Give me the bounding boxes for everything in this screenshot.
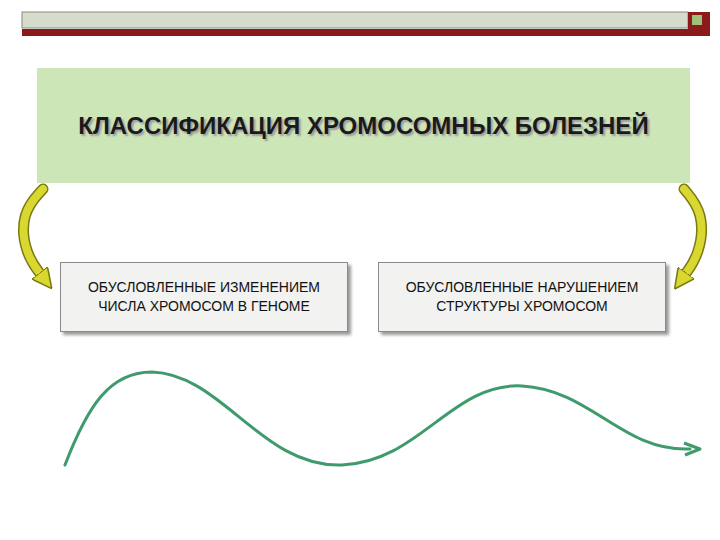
arrow-body: [24, 189, 43, 276]
corner-inset: [692, 15, 702, 25]
curved-arrow: [684, 189, 701, 276]
wave-line: [65, 372, 690, 465]
arrow-outline: [684, 189, 701, 276]
wave-arrowhead: [684, 443, 700, 455]
category-box: ОБУСЛОВЛЕННЫЕ ИЗМЕНЕНИЕМ ЧИСЛА ХРОМОСОМ …: [60, 262, 348, 332]
curved-arrow: [24, 189, 43, 276]
arrow-outline: [24, 189, 43, 276]
top-rule: [22, 29, 710, 36]
corner-square: [688, 12, 710, 36]
arrow-body: [684, 189, 701, 276]
title-box: КЛАССИФИКАЦИЯ ХРОМОСОМНЫХ БОЛЕЗНЕЙ: [37, 68, 690, 183]
title-text: КЛАССИФИКАЦИЯ ХРОМОСОМНЫХ БОЛЕЗНЕЙ: [58, 111, 668, 141]
category-box: ОБУСЛОВЛЕННЫЕ НАРУШЕНИЕМ СТРУКТУРЫ ХРОМО…: [378, 262, 666, 332]
top-bar: [22, 12, 688, 28]
box-text: ОБУСЛОВЛЕННЫЕ НАРУШЕНИЕМ СТРУКТУРЫ ХРОМО…: [379, 272, 665, 322]
box-text: ОБУСЛОВЛЕННЫЕ ИЗМЕНЕНИЕМ ЧИСЛА ХРОМОСОМ …: [61, 272, 347, 322]
